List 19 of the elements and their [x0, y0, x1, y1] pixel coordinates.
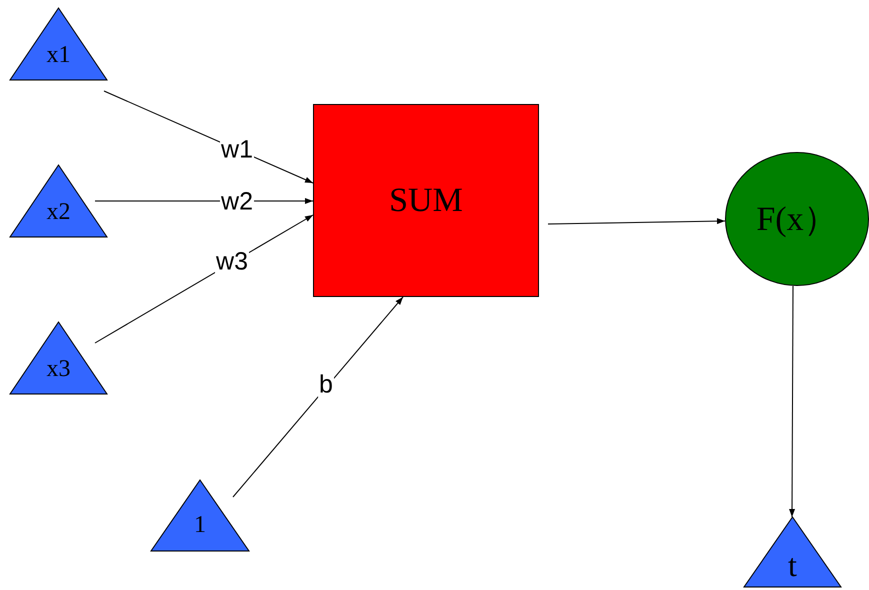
node-label: F(x） — [755, 200, 839, 240]
node-label: 1 — [193, 512, 207, 539]
triangle-node — [10, 322, 107, 394]
edge-label: w3 — [215, 250, 249, 274]
triangle-node — [744, 517, 841, 587]
arrow — [789, 286, 796, 518]
triangle-node — [10, 165, 107, 237]
node-label: x3 — [46, 356, 72, 383]
node-label: t — [787, 547, 798, 584]
node-label: x1 — [46, 42, 72, 69]
sum-box — [313, 104, 539, 297]
node-label: SUM — [388, 182, 464, 220]
node-label: x2 — [46, 199, 72, 226]
arrow — [548, 218, 726, 224]
triangle-node — [151, 480, 249, 551]
function-circle — [725, 152, 869, 286]
arrow — [232, 296, 404, 498]
triangle-node — [10, 8, 107, 80]
edge-label: b — [318, 372, 334, 398]
